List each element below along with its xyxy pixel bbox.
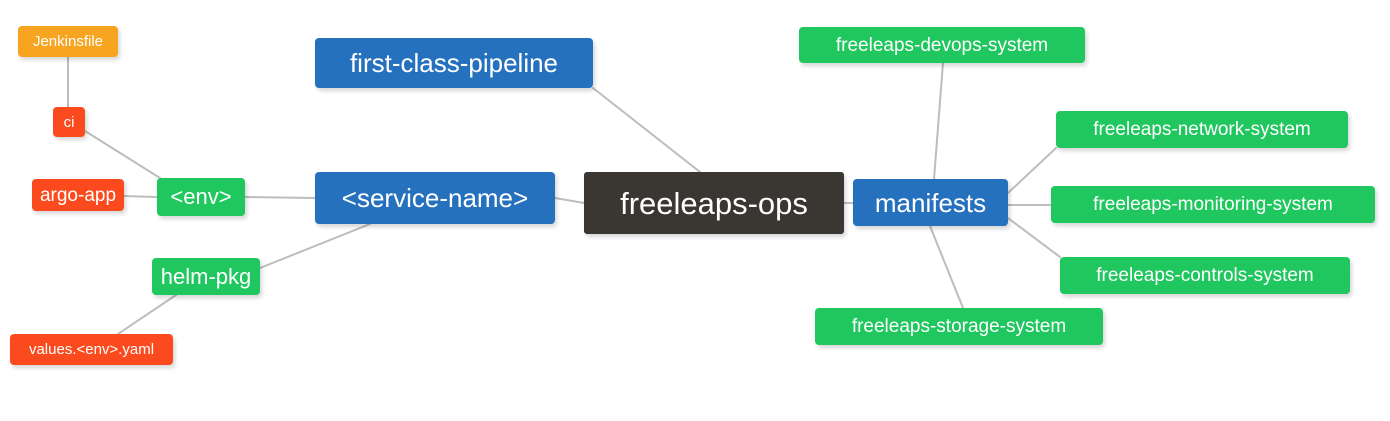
mindmap-node-root[interactable]: freeleaps-ops [584, 172, 844, 234]
mindmap-node-freeleaps-devops-system[interactable]: freeleaps-devops-system [799, 27, 1085, 63]
mindmap-node-label: first-class-pipeline [349, 48, 559, 78]
mindmap-node-argo-app[interactable]: argo-app [32, 179, 124, 211]
mindmap-node-manifests[interactable]: manifests [853, 179, 1008, 226]
mindmap-node-label: <env> [170, 184, 232, 209]
mindmap-node-label: Jenkinsfile [32, 33, 104, 50]
mindmap-node-label: ci [63, 113, 75, 131]
edge-service-name-to-env [244, 196, 316, 199]
mindmap-node-freeleaps-controls-system[interactable]: freeleaps-controls-system [1060, 257, 1350, 294]
edge-manifests-to-freeleaps-controls-system [1007, 217, 1061, 258]
mindmap-node-label: freeleaps-devops-system [835, 34, 1049, 56]
mindmap-node-label: freeleaps-ops [620, 185, 808, 221]
mindmap-node-ci[interactable]: ci [53, 107, 85, 137]
edge-manifests-to-freeleaps-network-system [1007, 147, 1057, 194]
mindmap-node-jenkinsfile[interactable]: Jenkinsfile [18, 26, 118, 57]
edge-helm-pkg-to-values-env-yaml [117, 294, 177, 335]
edge-first-class-pipeline-to-root [592, 87, 701, 173]
edge-env-to-argo-app [123, 195, 158, 198]
mindmap-node-label: freeleaps-monitoring-system [1093, 194, 1333, 215]
mindmap-node-label: helm-pkg [160, 263, 252, 289]
mindmap-node-label: freeleaps-storage-system [851, 316, 1067, 337]
mindmap-node-first-class-pipeline[interactable]: first-class-pipeline [315, 38, 593, 88]
mindmap-node-env[interactable]: <env> [157, 178, 245, 216]
mindmap-node-service-name[interactable]: <service-name> [315, 172, 555, 224]
mindmap-node-freeleaps-storage-system[interactable]: freeleaps-storage-system [815, 308, 1103, 345]
edge-manifests-to-freeleaps-devops-system [933, 62, 944, 180]
mindmap-node-label: manifests [874, 187, 987, 218]
mindmap-node-freeleaps-monitoring-system[interactable]: freeleaps-monitoring-system [1051, 186, 1375, 223]
edge-service-name-to-helm-pkg [259, 223, 371, 269]
mindmap-node-values-env-yaml[interactable]: values.<env>.yaml [10, 334, 173, 365]
edge-env-to-ci [84, 130, 161, 179]
mindmap-node-helm-pkg[interactable]: helm-pkg [152, 258, 260, 295]
mindmap-node-label: argo-app [39, 184, 117, 206]
edge-manifests-to-freeleaps-storage-system [929, 225, 964, 309]
mindmap-node-label: freeleaps-network-system [1093, 119, 1311, 140]
mindmap-node-label: freeleaps-controls-system [1096, 265, 1314, 286]
mindmap-node-label: values.<env>.yaml [28, 341, 155, 358]
mindmap-node-label: <service-name> [341, 183, 529, 213]
edge-root-to-service-name [554, 197, 585, 204]
mindmap-node-freeleaps-network-system[interactable]: freeleaps-network-system [1056, 111, 1348, 148]
